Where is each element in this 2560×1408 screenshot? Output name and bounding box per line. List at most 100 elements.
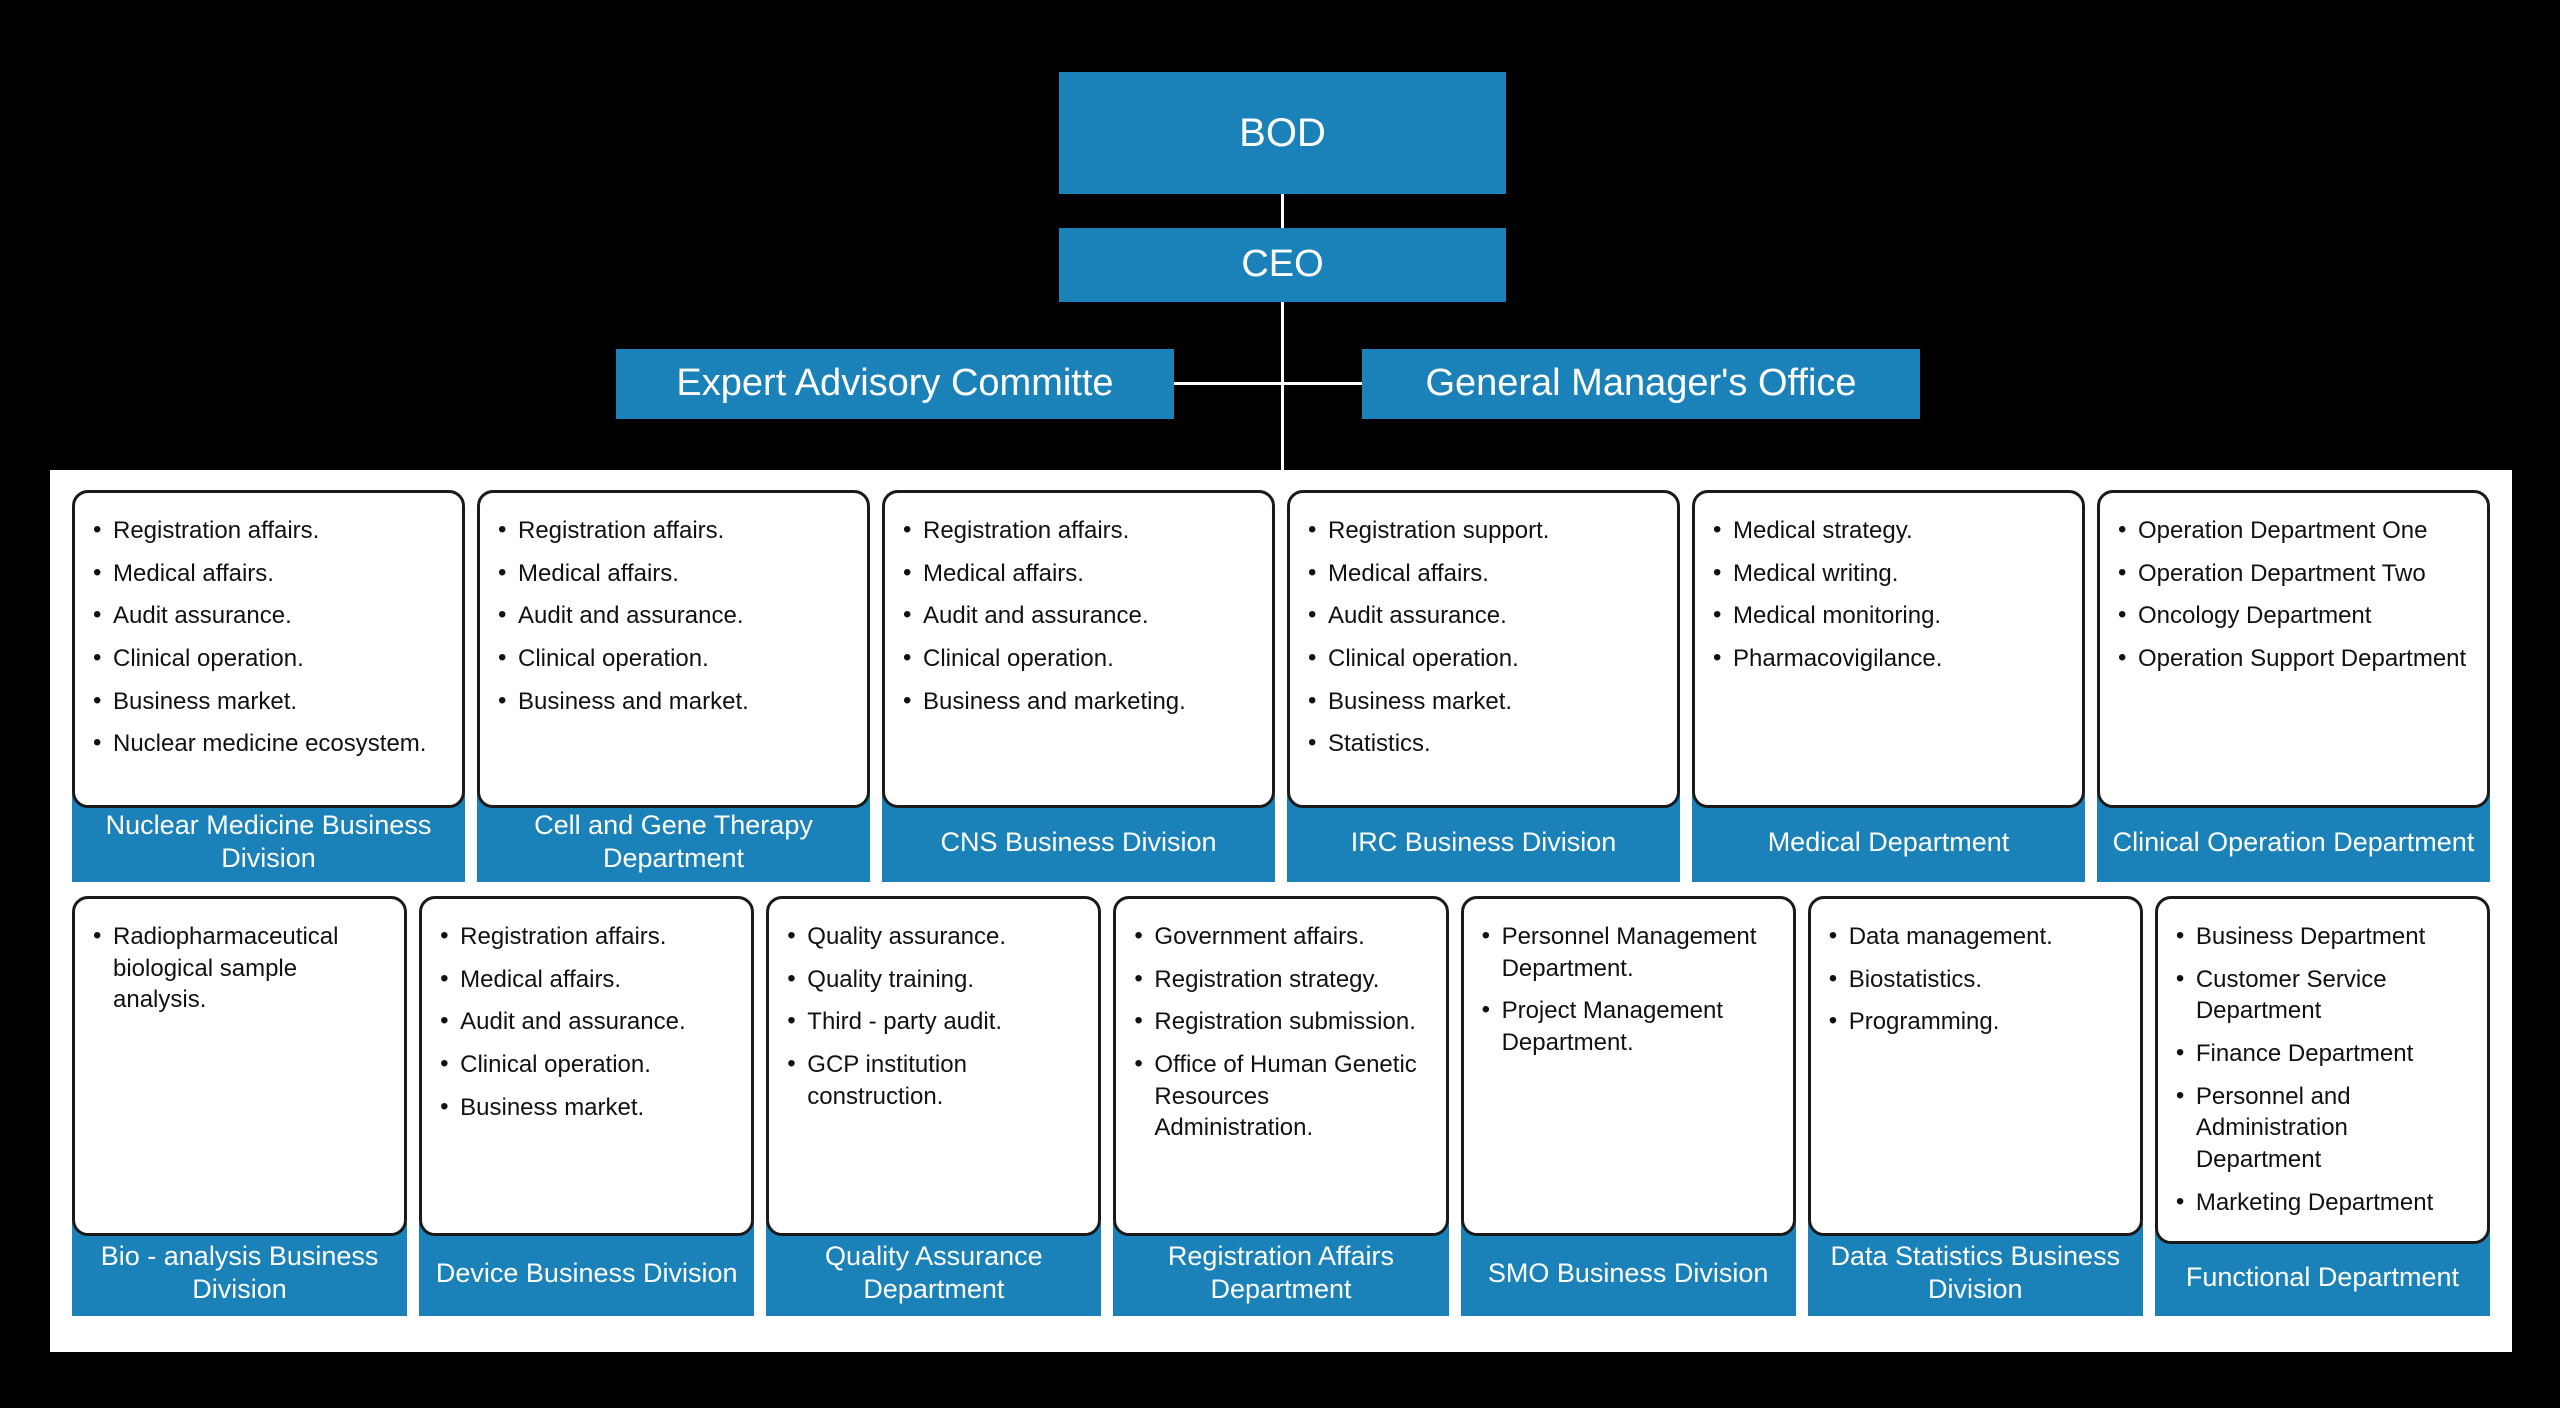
- department-card-title[interactable]: Device Business Division: [419, 1222, 755, 1316]
- department-card[interactable]: Radiopharmaceutical biological sample an…: [72, 896, 408, 1316]
- department-card-body: Registration affairs. Medical affairs. Aud…: [419, 896, 755, 1236]
- department-card-title[interactable]: Medical Department: [1692, 794, 2085, 882]
- department-row: Radiopharmaceutical biological sample an…: [72, 896, 2490, 1316]
- department-function-item: Business and marketing.: [899, 685, 1256, 718]
- department-card[interactable]: Registration affairs.Medical affairs.Aud…: [477, 490, 870, 882]
- department-function-list: Registration affairs.Medical affairs.Aud…: [494, 514, 851, 718]
- department-function-item: Medical affairs.: [436, 963, 735, 996]
- department-function-item: Audit assurance.: [89, 599, 446, 632]
- department-function-item: Quality training.: [783, 963, 1082, 996]
- department-function-item: Audit and assurance.: [436, 1005, 735, 1038]
- department-card-body: Radiopharmaceutical biological sample an…: [72, 896, 408, 1236]
- connector-ceo-vertical: [1281, 302, 1284, 488]
- department-function-item: Business and market.: [494, 685, 851, 718]
- department-function-list: Registration support. Medical affairs. Aud…: [1304, 514, 1661, 760]
- department-function-list: Registration affairs.Medical affairs.Aud…: [89, 514, 446, 760]
- department-card[interactable]: Registration affairs. Medical affairs. Aud…: [882, 490, 1275, 882]
- department-function-item: Medical affairs.: [494, 557, 851, 590]
- department-card[interactable]: Data management. Biostatistics. Programmin…: [1807, 896, 2143, 1316]
- department-function-item: Medical affairs.: [1304, 557, 1661, 590]
- department-card-body: Registration affairs.Medical affairs.Aud…: [477, 490, 870, 808]
- department-function-item: Clinical operation.: [89, 642, 446, 675]
- department-function-item: Business Department: [2172, 920, 2471, 953]
- department-function-item: Personnel and Administration Department: [2172, 1080, 2471, 1176]
- department-card-title[interactable]: Bio - analysis Business Division: [72, 1222, 408, 1316]
- department-function-item: Medical affairs.: [899, 557, 1256, 590]
- department-card-body: Registration affairs.Medical affairs.Aud…: [72, 490, 465, 808]
- department-function-item: Operation Support Department: [2114, 642, 2471, 675]
- departments-grid: Registration affairs. Medical affairs. Aud…: [50, 470, 2512, 1352]
- department-function-item: Radiopharmaceutical biological sample an…: [89, 920, 388, 1016]
- department-function-item: Business market.: [436, 1091, 735, 1124]
- department-function-item: Registration affairs.: [494, 514, 851, 547]
- department-card-title[interactable]: Data Statistics Business Division: [1807, 1222, 2143, 1316]
- department-function-item: Registration submission.: [1130, 1005, 1429, 1038]
- departments-panel: Registration affairs. Medical affairs. Aud…: [50, 470, 2512, 1352]
- department-function-item: Audit assurance.: [1304, 599, 1661, 632]
- department-card-title[interactable]: Registration Affairs Department: [1113, 1222, 1449, 1316]
- department-card[interactable]: Operation Department OneOperation Depart…: [2097, 490, 2490, 882]
- department-card-body: Operation Department OneOperation Depart…: [2097, 490, 2490, 808]
- department-function-item: Pharmacovigilance.: [1709, 642, 2066, 675]
- department-card[interactable]: Personnel Management Department. Project …: [1460, 896, 1796, 1316]
- org-node-expert-advisory-committee-label: Expert Advisory Committe: [676, 362, 1114, 405]
- department-card[interactable]: Registration affairs.Medical affairs.Aud…: [72, 490, 465, 882]
- department-card-title[interactable]: Cell and Gene Therapy Department: [477, 794, 870, 882]
- department-card-title[interactable]: Nuclear Medicine Business Division: [72, 794, 465, 882]
- connector-advisory-horizontal: [1174, 382, 1362, 385]
- department-function-item: Registration affairs.: [899, 514, 1256, 547]
- department-card-body: Data management. Biostatistics. Programmin…: [1807, 896, 2143, 1236]
- department-function-item: Quality assurance.: [783, 920, 1082, 953]
- department-function-item: Business market.: [1304, 685, 1661, 718]
- department-function-item: Clinical operation.: [436, 1048, 735, 1081]
- org-node-ceo[interactable]: CEO: [1059, 228, 1506, 302]
- department-function-item: Government affairs.: [1130, 920, 1429, 953]
- org-node-general-managers-office-label: General Manager's Office: [1425, 362, 1857, 405]
- department-function-item: Data management.: [1825, 920, 2124, 953]
- department-function-item: Project Management Department.: [1478, 994, 1777, 1058]
- department-card-title[interactable]: Clinical Operation Department: [2097, 794, 2490, 882]
- department-card[interactable]: Registration affairs. Medical affairs. Aud…: [419, 896, 755, 1316]
- department-card-title[interactable]: IRC Business Division: [1287, 794, 1680, 882]
- department-function-item: Oncology Department: [2114, 599, 2471, 632]
- department-card-body: Quality assurance.Quality training.Third…: [766, 896, 1102, 1236]
- department-function-item: Personnel Management Department.: [1478, 920, 1777, 984]
- department-card[interactable]: Medical strategy. Medical writing. Medical…: [1692, 490, 2085, 882]
- department-function-item: Customer Service Department: [2172, 963, 2471, 1027]
- department-function-item: Biostatistics.: [1825, 963, 2124, 996]
- org-node-bod[interactable]: BOD: [1059, 72, 1506, 194]
- org-node-expert-advisory-committee[interactable]: Expert Advisory Committe: [616, 349, 1174, 419]
- department-card-title[interactable]: Functional Department: [2154, 1230, 2490, 1316]
- department-function-item: Registration affairs.: [436, 920, 735, 953]
- department-function-item: Audit and assurance.: [899, 599, 1256, 632]
- department-card-title[interactable]: CNS Business Division: [882, 794, 1275, 882]
- department-card-title[interactable]: Quality Assurance Department: [766, 1222, 1102, 1316]
- department-function-item: Marketing Department: [2172, 1186, 2471, 1219]
- department-card-body: Business DepartmentCustomer Service Depa…: [2154, 896, 2490, 1245]
- department-function-item: Office of Human Genetic Resources Admini…: [1130, 1048, 1429, 1144]
- department-function-list: Quality assurance.Quality training.Third…: [783, 920, 1082, 1112]
- department-function-item: Programming.: [1825, 1005, 2124, 1038]
- department-function-item: Registration support.: [1304, 514, 1661, 547]
- department-function-list: Operation Department OneOperation Depart…: [2114, 514, 2471, 675]
- department-function-list: Registration affairs. Medical affairs. Aud…: [899, 514, 1256, 718]
- department-function-item: Medical writing.: [1709, 557, 2066, 590]
- department-function-item: Nuclear medicine ecosystem.: [89, 727, 446, 760]
- department-function-item: Clinical operation.: [494, 642, 851, 675]
- department-card[interactable]: Government affairs.Registration strategy…: [1113, 896, 1449, 1316]
- department-card-title[interactable]: SMO Business Division: [1460, 1222, 1796, 1316]
- department-card-body: Registration support. Medical affairs. Aud…: [1287, 490, 1680, 808]
- org-node-general-managers-office[interactable]: General Manager's Office: [1362, 349, 1920, 419]
- department-function-item: Operation Department One: [2114, 514, 2471, 547]
- department-card[interactable]: Business DepartmentCustomer Service Depa…: [2154, 896, 2490, 1316]
- department-card[interactable]: Quality assurance.Quality training.Third…: [766, 896, 1102, 1316]
- department-card-body: Registration affairs. Medical affairs. Aud…: [882, 490, 1275, 808]
- department-card[interactable]: Registration support. Medical affairs. Aud…: [1287, 490, 1680, 882]
- department-function-item: Medical strategy.: [1709, 514, 2066, 547]
- department-row: Registration affairs. Medical affairs. Aud…: [72, 490, 2490, 882]
- department-card-body: Personnel Management Department. Project …: [1460, 896, 1796, 1236]
- department-function-list: Personnel Management Department. Project …: [1478, 920, 1777, 1059]
- department-function-item: Statistics.: [1304, 727, 1661, 760]
- org-node-bod-label: BOD: [1239, 111, 1326, 155]
